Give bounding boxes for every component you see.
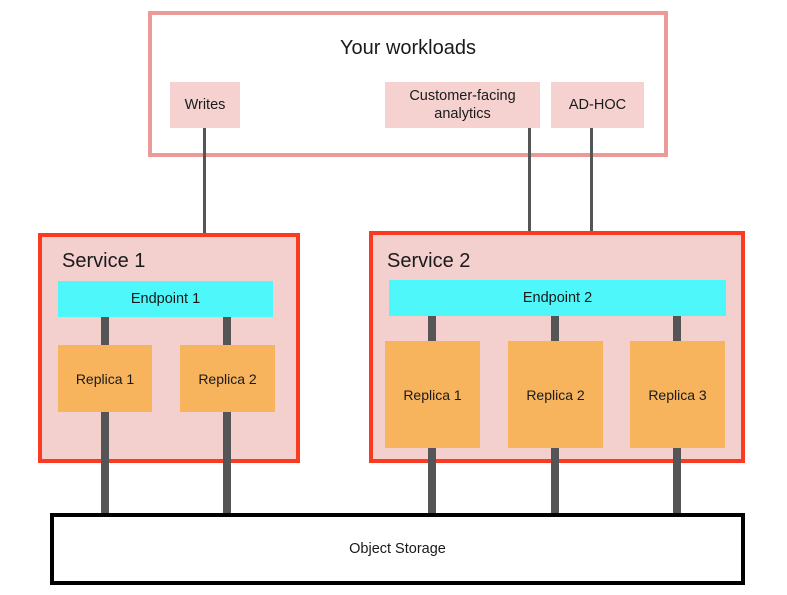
service-2-title: Service 2	[387, 250, 471, 272]
workloads-title: Your workloads	[339, 37, 476, 59]
pipe-service-1-replica-2-to-storage	[223, 412, 231, 516]
service-1-replica-1[interactable]: Replica 1	[58, 345, 152, 412]
service-2-replica-2[interactable]: Replica 2	[508, 341, 603, 448]
workload-chip-writes[interactable]: Writes	[170, 82, 240, 128]
connector-endpoint-1-to-replica-2	[223, 317, 231, 345]
connector-endpoint-2-to-replica-1	[428, 316, 436, 341]
connector-endpoint-1-to-replica-1	[101, 317, 109, 345]
connector-endpoint-2-to-replica-3	[673, 316, 681, 341]
object-storage-box: Object Storage	[50, 513, 745, 585]
service-2-replica-1[interactable]: Replica 1	[385, 341, 480, 448]
arrow-writes-to-endpoint-1-line	[203, 128, 206, 258]
workload-chip-ad-hoc[interactable]: AD-HOC	[551, 82, 644, 128]
service-2-replica-3[interactable]: Replica 3	[630, 341, 725, 448]
arrow-adhoc-to-endpoint-2-line	[590, 128, 593, 258]
connector-endpoint-2-to-replica-2	[551, 316, 559, 341]
pipe-service-2-replica-3-to-storage	[673, 448, 681, 516]
pipe-service-2-replica-1-to-storage	[428, 448, 436, 516]
endpoint-bar-2[interactable]: Endpoint 2	[389, 280, 726, 316]
endpoint-bar-1[interactable]: Endpoint 1	[58, 281, 273, 317]
arrow-analytics-to-endpoint-2-line	[528, 128, 531, 258]
pipe-service-1-replica-1-to-storage	[101, 412, 109, 516]
pipe-service-2-replica-2-to-storage	[551, 448, 559, 516]
service-1-title: Service 1	[62, 250, 146, 272]
workload-chip-customer-facing-analytics[interactable]: Customer-facing analytics	[385, 82, 540, 128]
service-1-replica-2[interactable]: Replica 2	[180, 345, 275, 412]
